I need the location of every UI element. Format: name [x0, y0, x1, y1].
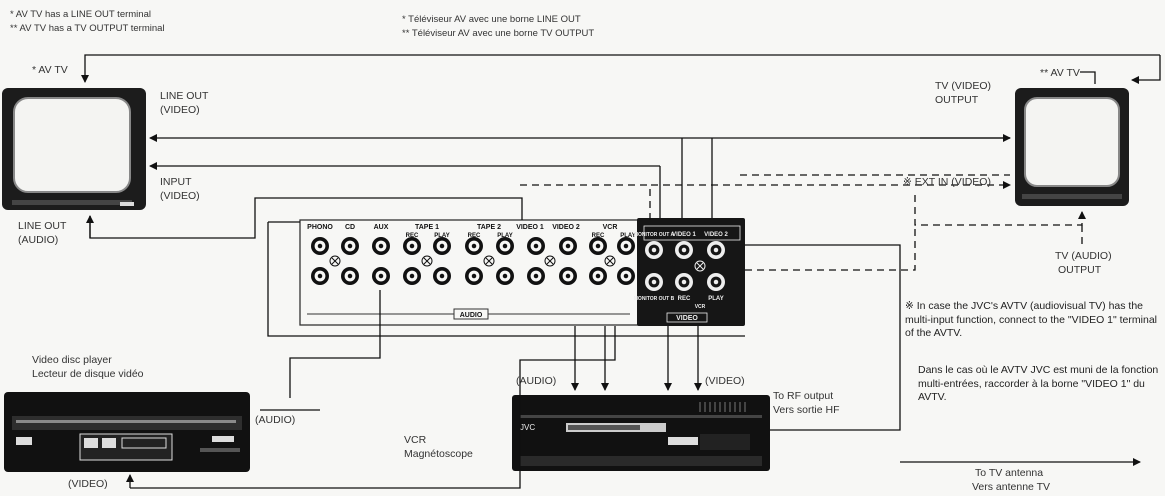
audio-jack — [527, 267, 545, 285]
audio-jack — [433, 237, 451, 255]
video-jack — [645, 241, 663, 259]
amp-video-label: VIDEO — [676, 315, 698, 322]
audio-jack — [589, 237, 607, 255]
amp-sub-label: REC — [592, 233, 605, 239]
footnote-en-single: * AV TV has a LINE OUT terminal — [10, 9, 151, 20]
note-en: ※ In case the JVC's AVTV (audiovisual TV… — [905, 300, 1157, 339]
audio-jack — [496, 267, 514, 285]
amp-group-label: AUX — [374, 224, 389, 231]
amp-sub-label: REC — [468, 233, 481, 239]
right-tv-audio-output-2: OUTPUT — [1058, 264, 1102, 276]
amp-sub-label: REC — [406, 233, 419, 239]
audio-jack — [311, 237, 329, 255]
audio-jack — [311, 267, 329, 285]
video-jack — [675, 241, 693, 259]
video-jack — [645, 273, 663, 291]
disc-player-audio: (AUDIO) — [255, 414, 296, 426]
jack-separator-mark — [604, 255, 616, 267]
video-disc-player — [4, 392, 250, 472]
amp-sub-label: PLAY — [434, 233, 449, 239]
disc-player-title-fr: Lecteur de disque vidéo — [32, 368, 144, 380]
video-bottom-label: VCR — [695, 304, 706, 310]
left-tv-line-out-video-1: LINE OUT — [160, 90, 209, 102]
jack-separator-mark — [421, 255, 433, 267]
vcr-brand: JVC — [520, 423, 535, 432]
video-top-label: MONITOR OUT A — [634, 232, 675, 238]
amp-group-label: VCR — [603, 224, 618, 231]
audio-jack — [341, 267, 359, 285]
audio-jack — [559, 267, 577, 285]
footnote-fr-double: ** Téléviseur AV avec une borne TV OUTPU… — [402, 28, 595, 39]
audio-jack — [617, 237, 635, 255]
footnote-en-double: ** AV TV has a TV OUTPUT terminal — [10, 23, 165, 34]
cables — [81, 54, 1161, 489]
vcr-video: (VIDEO) — [705, 375, 745, 387]
right-tv-tag: ** AV TV — [1040, 67, 1080, 79]
amp-group-label: TAPE 2 — [477, 224, 501, 231]
vcr-rf-en: To RF output — [773, 390, 834, 402]
amplifier-jacks — [311, 237, 725, 291]
disc-player-video: (VIDEO) — [68, 478, 108, 490]
amp-group-label: VIDEO 1 — [516, 224, 544, 231]
audio-jack — [527, 237, 545, 255]
right-tv — [1015, 88, 1129, 206]
vcr-unit: JVC — [512, 395, 770, 471]
left-tv-tag: * AV TV — [32, 64, 68, 76]
jack-separator-mark — [544, 255, 556, 267]
audio-jack — [403, 267, 421, 285]
audio-jack — [465, 237, 483, 255]
amp-group-label: CD — [345, 224, 355, 231]
audio-jack — [372, 237, 390, 255]
video-bottom-label: REC — [678, 296, 691, 302]
left-tv-input-video-1: INPUT — [160, 176, 192, 188]
amplifier-labels: PHONO CD AUX TAPE 1 TAPE 2 VIDEO 1 VIDEO 2 VCR R… — [307, 224, 728, 322]
audio-jack — [589, 267, 607, 285]
audio-jack — [433, 267, 451, 285]
video-jack — [707, 273, 725, 291]
video-top-label: VIDEO 1 — [672, 232, 696, 238]
jack-separator-mark — [694, 260, 706, 272]
dashed-cables — [520, 174, 1086, 271]
left-tv-line-out-video-2: (VIDEO) — [160, 104, 200, 116]
audio-jack — [559, 237, 577, 255]
audio-jack — [403, 237, 421, 255]
right-tv-ext-in: ※ EXT IN (VIDEO) — [903, 176, 991, 188]
audio-jack — [496, 237, 514, 255]
amp-group-label: TAPE 1 — [415, 224, 439, 231]
vcr-audio: (AUDIO) — [516, 375, 557, 387]
audio-jack — [341, 237, 359, 255]
left-tv-line-out-audio-1: LINE OUT — [18, 220, 67, 232]
amp-sub-label: PLAY — [497, 233, 512, 239]
antenna-en: To TV antenna — [975, 467, 1044, 479]
amp-sub-label: PLAY — [620, 233, 635, 239]
audio-jack — [465, 267, 483, 285]
audio-jack — [617, 267, 635, 285]
vcr-title-en: VCR — [404, 434, 427, 446]
right-tv-audio-output-1: TV (AUDIO) — [1055, 250, 1112, 262]
amp-group-label: VIDEO 2 — [552, 224, 580, 231]
amp-audio-label: AUDIO — [460, 312, 483, 319]
right-tv-video-output-1: TV (VIDEO) — [935, 80, 992, 92]
video-top-label: VIDEO 2 — [704, 232, 728, 238]
antenna-fr: Vers antenne TV — [972, 481, 1051, 493]
note-fr: Dans le cas où le AVTV JVC est muni de l… — [918, 364, 1159, 403]
vcr-rf-fr: Vers sortie HF — [773, 404, 840, 416]
jack-separator-mark — [329, 255, 341, 267]
video-bottom-label: PLAY — [708, 296, 723, 302]
video-bottom-label: MONITOR OUT B — [634, 296, 675, 302]
jack-separator-mark — [483, 255, 495, 267]
footnote-fr-single: * Téléviseur AV avec une borne LINE OUT — [402, 14, 581, 25]
left-tv-input-video-2: (VIDEO) — [160, 190, 200, 202]
audio-jack — [372, 267, 390, 285]
video-jack — [707, 241, 725, 259]
disc-player-title-en: Video disc player — [32, 354, 112, 366]
video-jack — [675, 273, 693, 291]
left-tv — [2, 88, 146, 210]
vcr-title-fr: Magnétoscope — [404, 448, 473, 460]
right-tv-video-output-2: OUTPUT — [935, 94, 979, 106]
left-tv-line-out-audio-2: (AUDIO) — [18, 234, 59, 246]
amp-group-label: PHONO — [307, 224, 333, 231]
